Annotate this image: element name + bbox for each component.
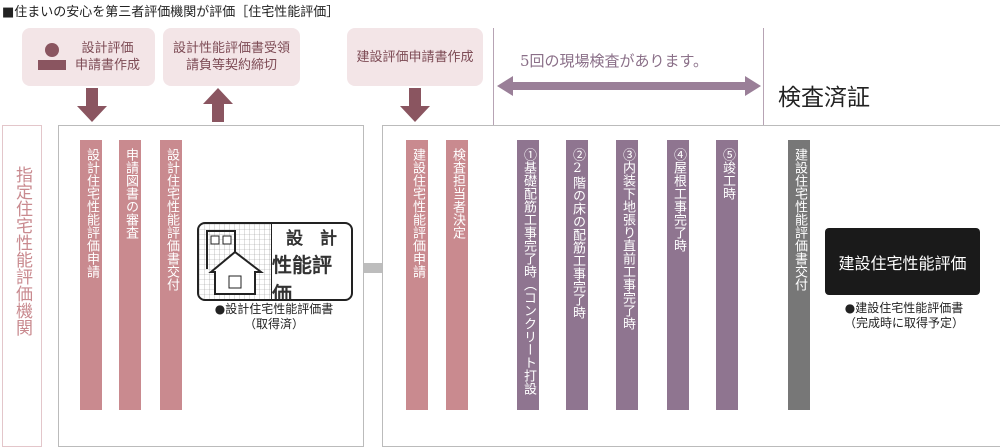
step-label: 建設評価申請書作成 — [356, 49, 474, 65]
final-caption: ●建設住宅性能評価書 （完成時に取得予定） — [818, 301, 990, 331]
step-label: 請負等契約締切 — [185, 58, 277, 73]
page-title: ■住まいの安心を第三者評価機関が評価［住宅性能評価］ — [2, 5, 340, 20]
arrow-down-icon — [400, 88, 430, 122]
caption-line: ●設計住宅性能評価書 — [214, 302, 334, 316]
step-column: 設計住宅性能評価書交付 — [160, 140, 182, 410]
step-label: 申請書作成 — [74, 58, 140, 73]
inspection-column: ⑤竣工時 — [716, 140, 738, 410]
step-design-application: 設計評価申請書作成 — [22, 28, 155, 86]
certificate-label: 検査済証 — [778, 85, 870, 111]
step-column: 建設住宅性能評価申請 — [406, 140, 428, 410]
caption-line: ●建設住宅性能評価書 — [844, 301, 964, 315]
design-evaluation-badge: 設 計 性能評価 — [197, 222, 353, 301]
step-column: 検査担当者決定 — [446, 140, 468, 410]
step-column: 建設住宅性能評価書交付 — [788, 140, 810, 410]
design-caption: ●設計住宅性能評価書 （取得済） — [190, 302, 358, 332]
caption-line: （完成時に取得予定） — [843, 316, 964, 330]
caption-line: （取得済） — [243, 317, 304, 331]
inspection-column: ②2階の床の配筋工事完了時 — [566, 140, 588, 410]
step-design-receipt: 設計性能評価書受領請負等契約締切 — [163, 28, 300, 86]
step-column: 設計住宅性能評価申請 — [80, 140, 102, 410]
agency-panel: 指定住宅性能評価機関 — [2, 125, 42, 447]
step-construction-application: 建設評価申請書作成 — [347, 28, 483, 86]
inspection-column: ④屋根工事完了時 — [667, 140, 689, 410]
arrow-down-icon — [77, 88, 107, 122]
inspections-note: 5回の現場検査があります。 — [520, 52, 709, 70]
badge-bottom: 性能評価 — [272, 253, 332, 301]
house-grid-icon — [199, 224, 271, 299]
inspection-column: ①基礎配筋工事完了時（コンクリート打設前） — [499, 140, 539, 410]
badge-top: 設 計 — [286, 229, 337, 249]
arrow-up-icon — [203, 88, 233, 122]
agency-label: 指定住宅性能評価機関 — [12, 166, 32, 336]
inspection-column: ③内装下地張り直前工事完了時 — [616, 140, 638, 410]
step-label: 設計性能評価書受領 — [172, 41, 290, 56]
step-label: 設計評価 — [81, 41, 134, 56]
final-evaluation-box: 建設住宅性能評価 — [825, 228, 980, 295]
step-column: 申請図書の審査 — [119, 140, 141, 410]
person-icon — [37, 43, 66, 70]
double-arrow-icon — [497, 76, 761, 96]
